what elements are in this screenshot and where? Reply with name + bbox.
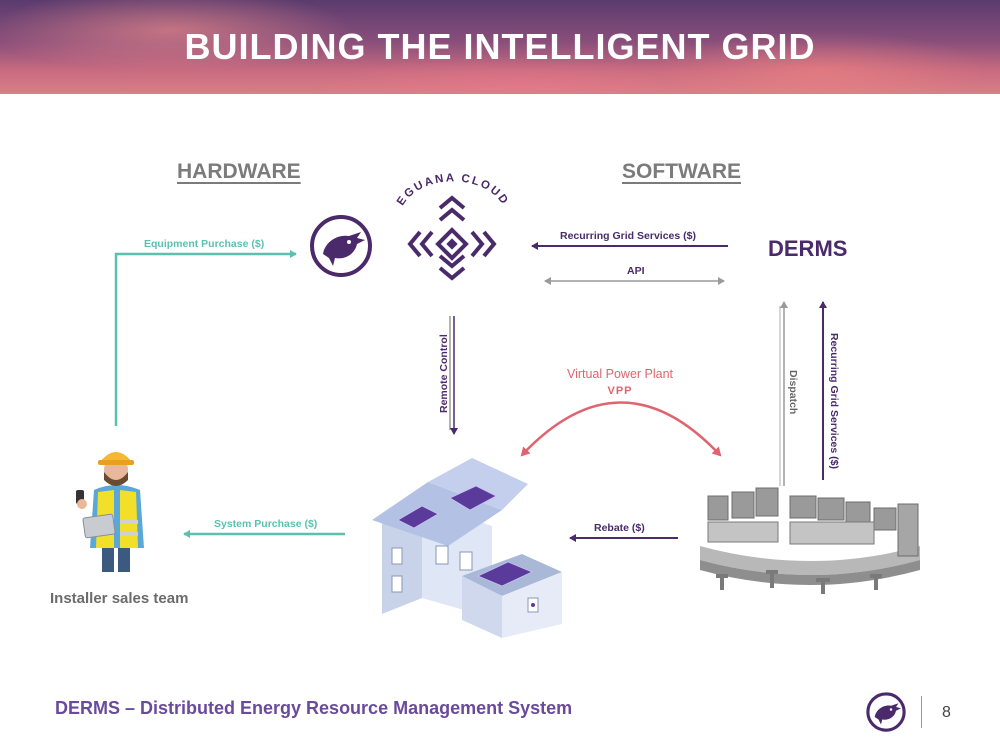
hardware-heading: HARDWARE bbox=[177, 160, 301, 183]
vpp-abbr: VPP bbox=[607, 385, 633, 397]
equipment-purchase-label: Equipment Purchase ($) bbox=[144, 238, 265, 250]
footer-derms-definition: DERMS – Distributed Energy Resource Mana… bbox=[55, 698, 573, 718]
recurring-grid-services-label: Recurring Grid Services ($) bbox=[560, 230, 696, 242]
equipment-purchase-arrow bbox=[114, 250, 297, 426]
derms-label: DERMS bbox=[768, 236, 848, 261]
footer-divider bbox=[921, 696, 922, 728]
eguana-logo-icon bbox=[310, 215, 372, 277]
house-solar-icon bbox=[372, 458, 562, 638]
installer-caption: Installer sales team bbox=[50, 590, 189, 607]
page-title: BUILDING THE INTELLIGENT GRID bbox=[184, 26, 816, 67]
svg-text:EGUANA CLOUD: EGUANA CLOUD bbox=[395, 172, 511, 208]
api-label: API bbox=[627, 265, 645, 277]
page-number: 8 bbox=[942, 704, 951, 721]
remote-control-label: Remote Control bbox=[438, 334, 450, 413]
cloud-label: EGUANA CLOUD bbox=[395, 172, 509, 208]
dispatch-label: Dispatch bbox=[787, 370, 799, 415]
eguana-cloud-icon: EGUANA CLOUD bbox=[395, 172, 511, 281]
control-room-icon bbox=[700, 487, 920, 594]
eguana-footer-logo-icon bbox=[866, 692, 906, 732]
vpp-title: Virtual Power Plant bbox=[566, 367, 674, 381]
vpp-arc bbox=[520, 401, 722, 457]
title-banner: BUILDING THE INTELLIGENT GRID bbox=[0, 0, 1000, 94]
rebate-label: Rebate ($) bbox=[594, 522, 645, 534]
software-heading: SOFTWARE bbox=[622, 160, 741, 183]
recurring-grid-services-vertical-label: Recurring Grid Services ($) bbox=[828, 333, 840, 469]
installer-worker-icon bbox=[76, 452, 144, 572]
system-purchase-label: System Purchase ($) bbox=[214, 518, 318, 530]
